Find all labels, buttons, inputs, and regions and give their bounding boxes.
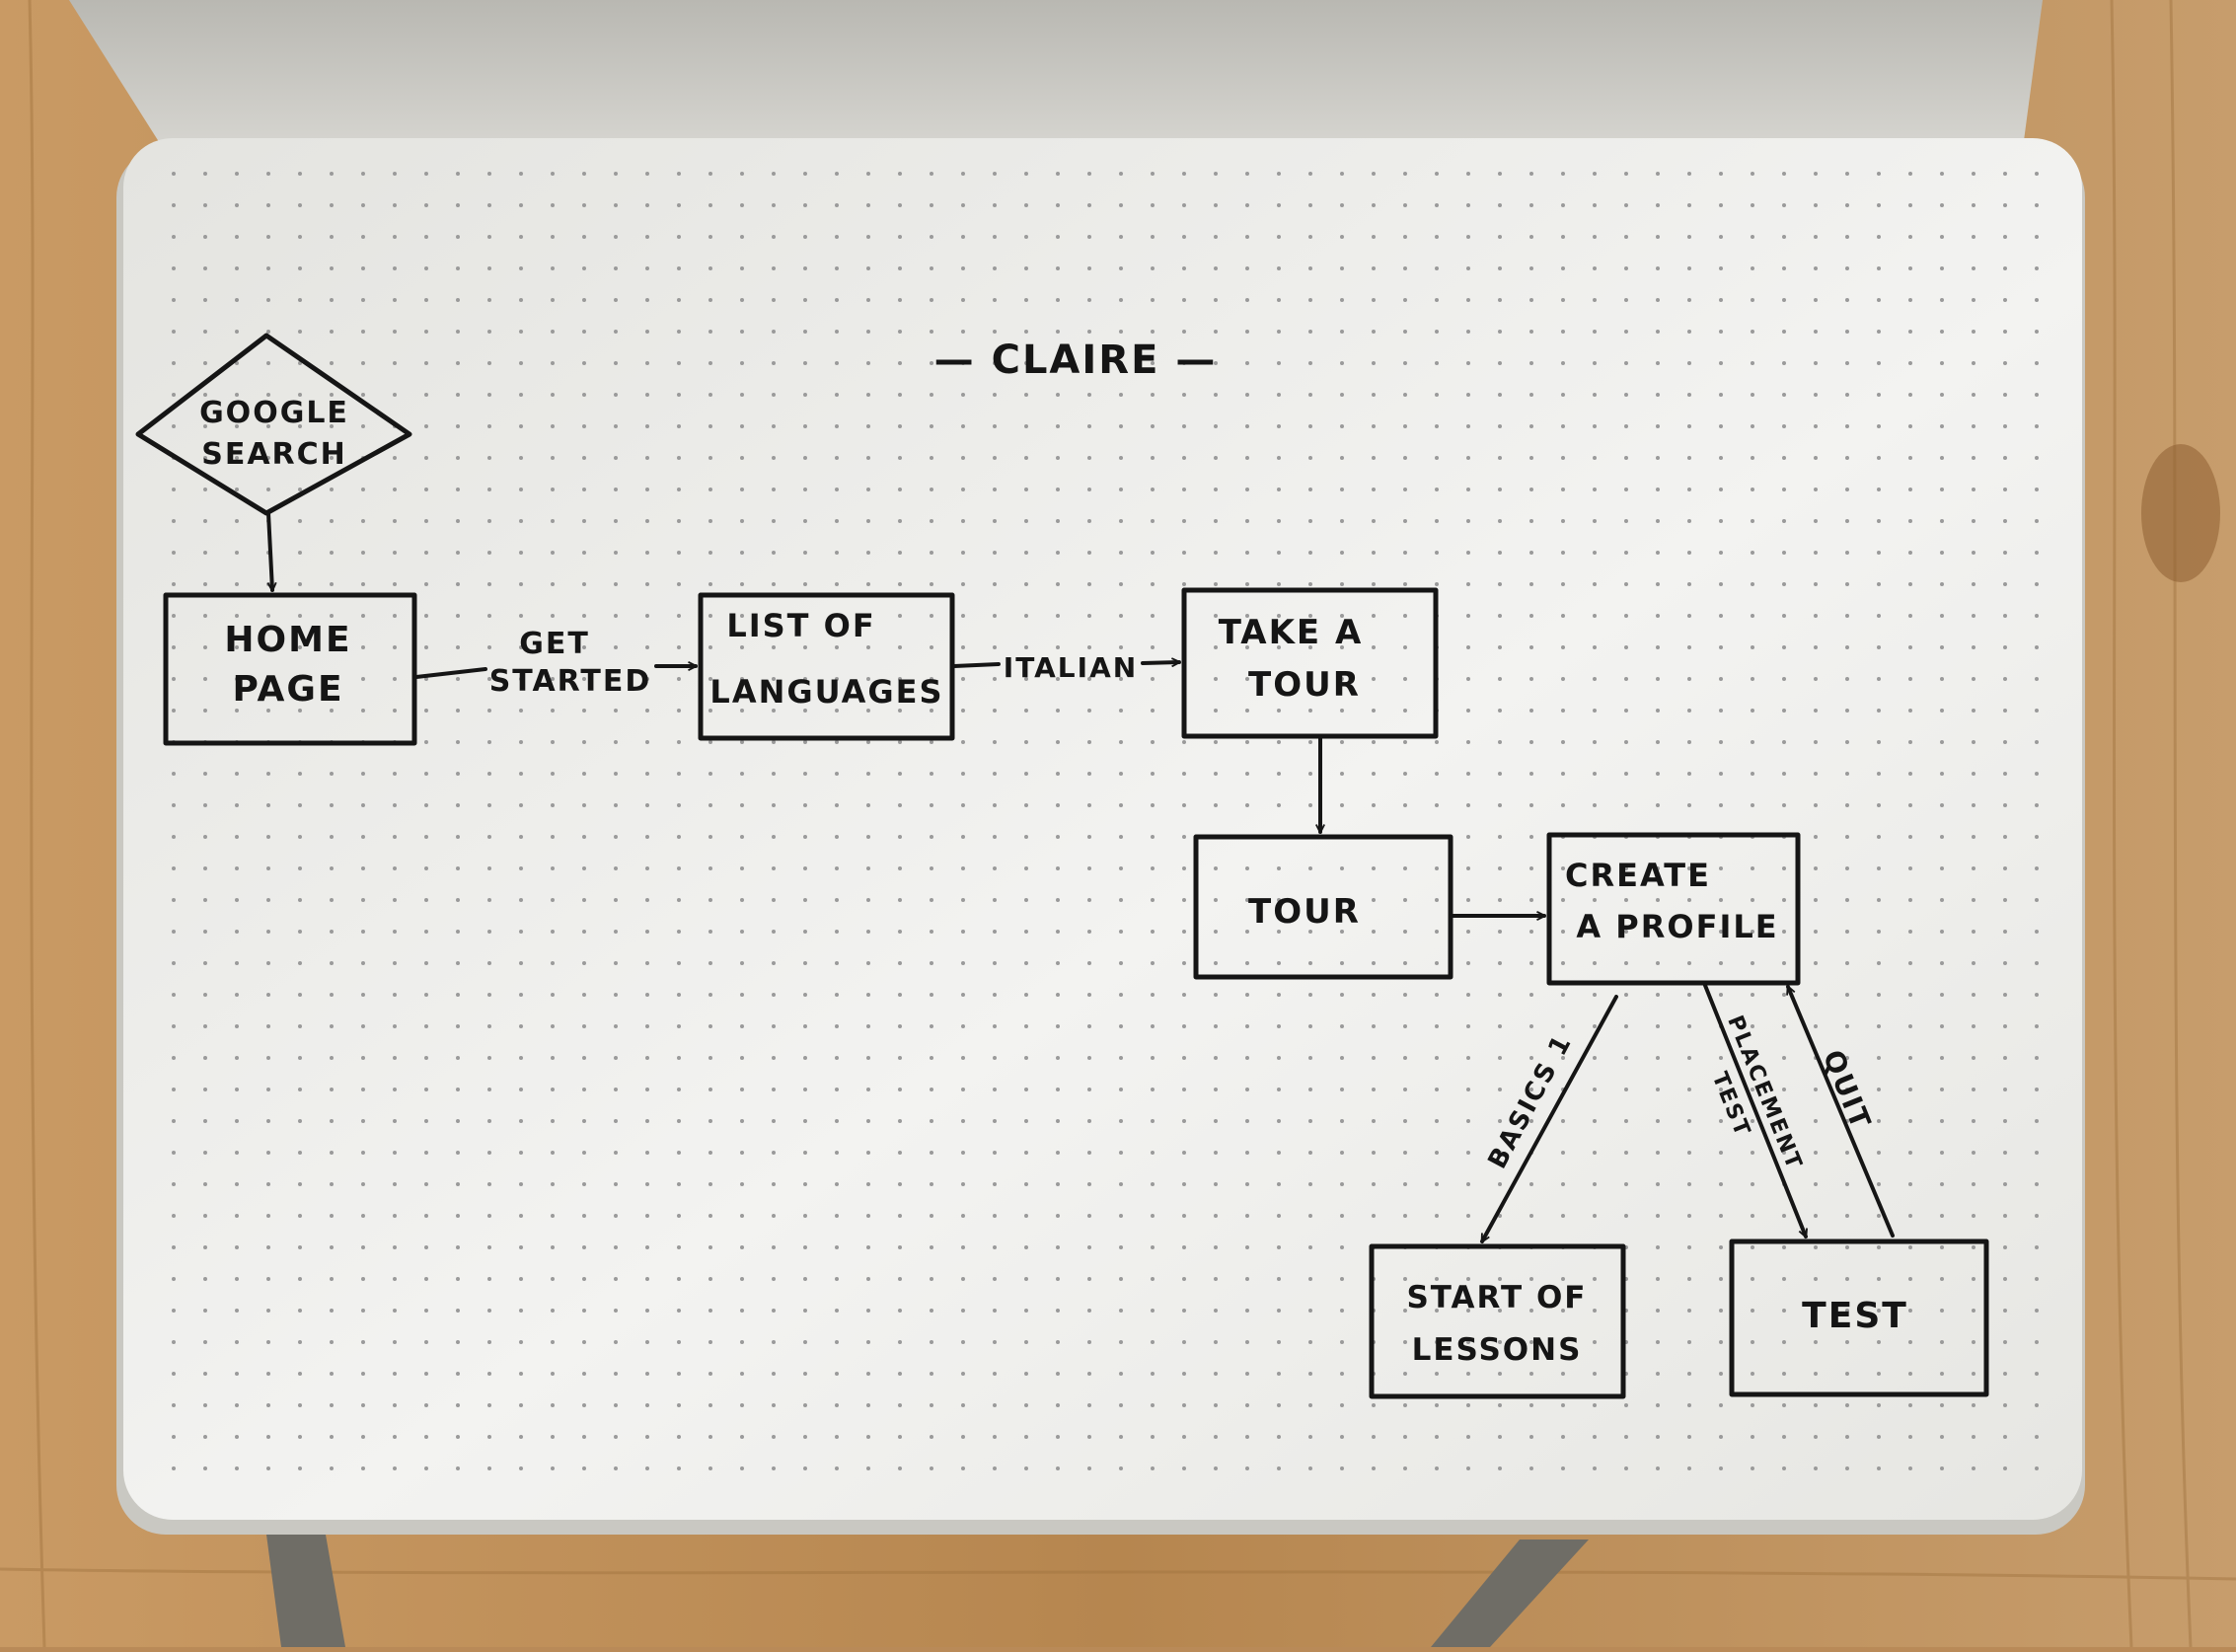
start-of-lessons-label: LESSONS — [1412, 1332, 1583, 1368]
list-of-languages-label: LIST OF — [726, 607, 875, 644]
create-a-profile-label: A PROFILE — [1576, 908, 1778, 945]
take-a-tour-label: TOUR — [1248, 665, 1361, 705]
start-of-lessons-label: START OF — [1406, 1280, 1587, 1315]
create-a-profile-node — [1546, 832, 1801, 986]
dot-grid — [148, 163, 2062, 1495]
edge-profile-to-test — [1702, 981, 1808, 1237]
google-search-label: GOOGLE — [199, 396, 349, 430]
list-of-languages-label: LANGUAGES — [709, 673, 943, 711]
edge-search-to-home — [266, 511, 272, 592]
home-page-node — [163, 592, 417, 746]
tour-node — [1193, 834, 1453, 980]
tour-label: TOUR — [1248, 892, 1361, 932]
take-a-tour-node — [1181, 587, 1439, 739]
italian-label: ITALIAN — [1004, 651, 1138, 684]
google-search-label: SEARCH — [201, 437, 347, 472]
home-page-label: PAGE — [232, 669, 343, 710]
bookmark-ribbon — [1431, 1539, 1589, 1647]
get-started-label: STARTED — [489, 664, 652, 699]
page-title: — CLAIRE — — [934, 338, 1218, 383]
edge-home-to-languages — [414, 667, 487, 679]
create-a-profile-label: CREATE — [1565, 857, 1711, 894]
test-node — [1729, 1239, 1989, 1397]
home-page-label: HOME — [224, 620, 351, 660]
edge-languages-to-take-tour — [1141, 662, 1181, 663]
diagram-edges — [266, 511, 1895, 1241]
list-of-languages-node — [698, 592, 955, 741]
edge-languages-to-take-tour — [952, 662, 1001, 668]
bookmark-ribbon — [266, 1535, 345, 1647]
node-labels: GOOGLE SEARCH HOME PAGE LIST OF LANGUAGE… — [199, 396, 1908, 1368]
test-label: TEST — [1802, 1296, 1908, 1336]
edge-profile-to-lessons — [1480, 995, 1618, 1241]
edge-test-to-profile — [1786, 987, 1895, 1238]
notebook-top-page — [69, 0, 2043, 148]
take-a-tour-label: TAKE A — [1219, 613, 1364, 652]
get-started-label: GET — [519, 627, 590, 661]
start-of-lessons-node — [1369, 1243, 1626, 1399]
wood-knot — [2141, 444, 2220, 582]
